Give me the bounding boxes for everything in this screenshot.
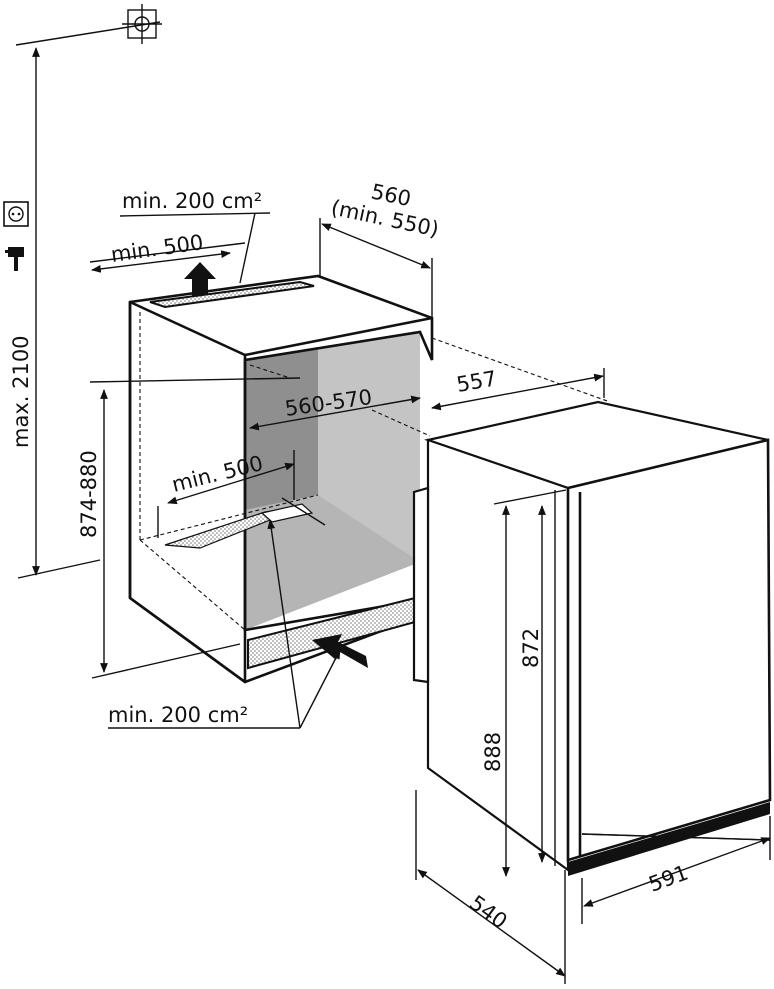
appliance-dimension-lines [415,489,771,984]
ceiling-reference-icon [15,4,162,46]
max-height-dimension [17,47,101,579]
width-591-label: 591 [646,860,692,896]
max-height-label: max. 2100 [9,335,33,448]
niche-dimension-lines [89,212,611,729]
appliance-body [412,400,772,876]
power-plug-icon [5,247,24,271]
depth-540-label: 540 [465,891,512,934]
wall-socket-icon [3,201,29,227]
depth-557-label: 557 [455,366,499,397]
niche-height-label: 874-880 [77,450,101,538]
height-872-label: 872 [519,628,543,668]
height-888-label: 888 [481,732,505,772]
top-vent-area-label: min. 200 cm² [122,189,262,213]
bottom-vent-area-label: min. 200 cm² [108,703,248,727]
